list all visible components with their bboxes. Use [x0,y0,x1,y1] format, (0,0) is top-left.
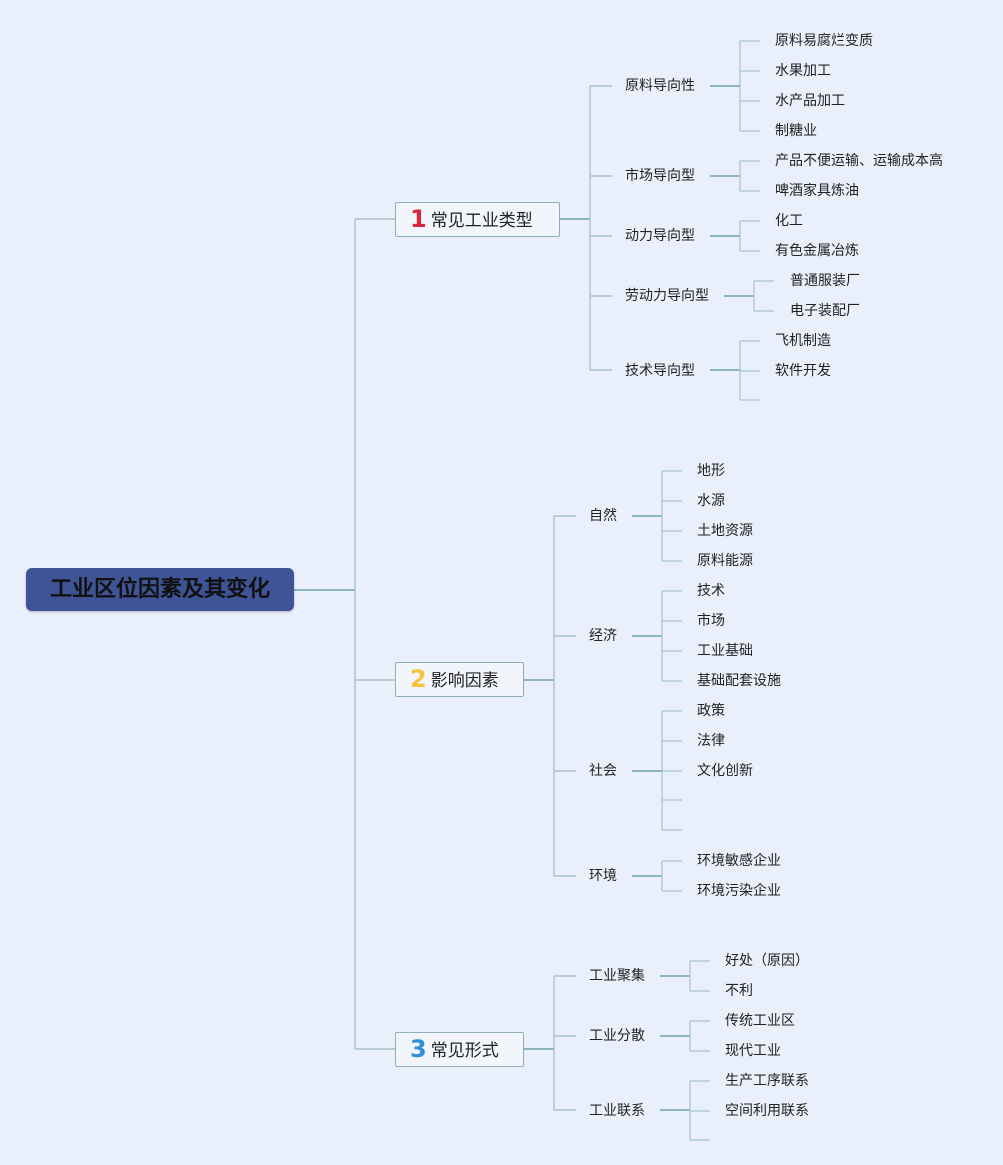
leaf-label[interactable]: 水果加工 [775,63,831,79]
leaf-label[interactable]: 生产工序联系 [725,1073,809,1089]
group-label[interactable]: 社会 [589,763,617,779]
group-label[interactable]: 技术导向型 [625,363,695,379]
group-label[interactable]: 工业聚集 [589,968,645,984]
group-label[interactable]: 市场导向型 [625,168,695,184]
leaf-label[interactable]: 文化创新 [697,763,753,779]
leaf-label[interactable]: 不利 [725,983,753,999]
leaf-label[interactable]: 电子装配厂 [790,303,860,319]
leaf-label[interactable]: 工业基础 [697,643,753,659]
root-topic[interactable]: 工业区位因素及其变化 [26,568,294,611]
leaf-label[interactable]: 政策 [697,703,725,719]
branch-label: 影响因素 [430,671,499,691]
leaf-label[interactable]: 原料能源 [697,553,753,569]
leaf-label[interactable]: 现代工业 [725,1043,781,1059]
group-label[interactable]: 自然 [589,508,617,524]
leaf-label[interactable]: 地形 [697,463,725,479]
branch-number: 3 [410,1035,427,1063]
leaf-label[interactable]: 土地资源 [697,523,753,539]
leaf-label[interactable]: 啤酒家具炼油 [775,183,859,199]
group-label[interactable]: 原料导向性 [625,78,695,94]
leaf-label[interactable]: 制糖业 [775,123,817,139]
leaf-label[interactable]: 原料易腐烂变质 [775,33,873,49]
leaf-label[interactable]: 技术 [697,583,725,599]
leaf-label[interactable]: 空间利用联系 [725,1103,809,1119]
group-label[interactable]: 经济 [589,628,617,644]
leaf-label[interactable]: 好处（原因） [725,953,809,969]
branch-label: 常见工业类型 [430,211,533,231]
group-label[interactable]: 工业分散 [589,1028,645,1044]
leaf-label[interactable]: 法律 [697,733,725,749]
leaf-label[interactable]: 基础配套设施 [697,673,781,689]
group-label[interactable]: 动力导向型 [625,228,695,244]
leaf-label[interactable]: 普通服装厂 [790,273,860,289]
leaf-label[interactable]: 软件开发 [775,363,831,379]
branch-number: 2 [410,665,427,693]
leaf-label[interactable]: 飞机制造 [775,333,831,349]
leaf-label[interactable]: 市场 [697,613,725,629]
group-label[interactable]: 环境 [589,868,617,884]
leaf-label[interactable]: 环境敏感企业 [697,853,781,869]
leaf-label[interactable]: 水源 [697,493,725,509]
branch-number: 1 [410,205,427,233]
leaf-label[interactable]: 传统工业区 [725,1013,795,1029]
leaf-label[interactable]: 化工 [775,213,803,229]
branch-label: 常见形式 [430,1041,499,1061]
leaf-label[interactable]: 环境污染企业 [697,883,781,899]
leaf-label[interactable]: 水产品加工 [775,93,845,109]
group-label[interactable]: 劳动力导向型 [625,288,709,304]
leaf-label[interactable]: 有色金属冶炼 [775,243,859,259]
leaf-label[interactable]: 产品不便运输、运输成本高 [775,153,943,169]
group-label[interactable]: 工业联系 [589,1103,645,1119]
